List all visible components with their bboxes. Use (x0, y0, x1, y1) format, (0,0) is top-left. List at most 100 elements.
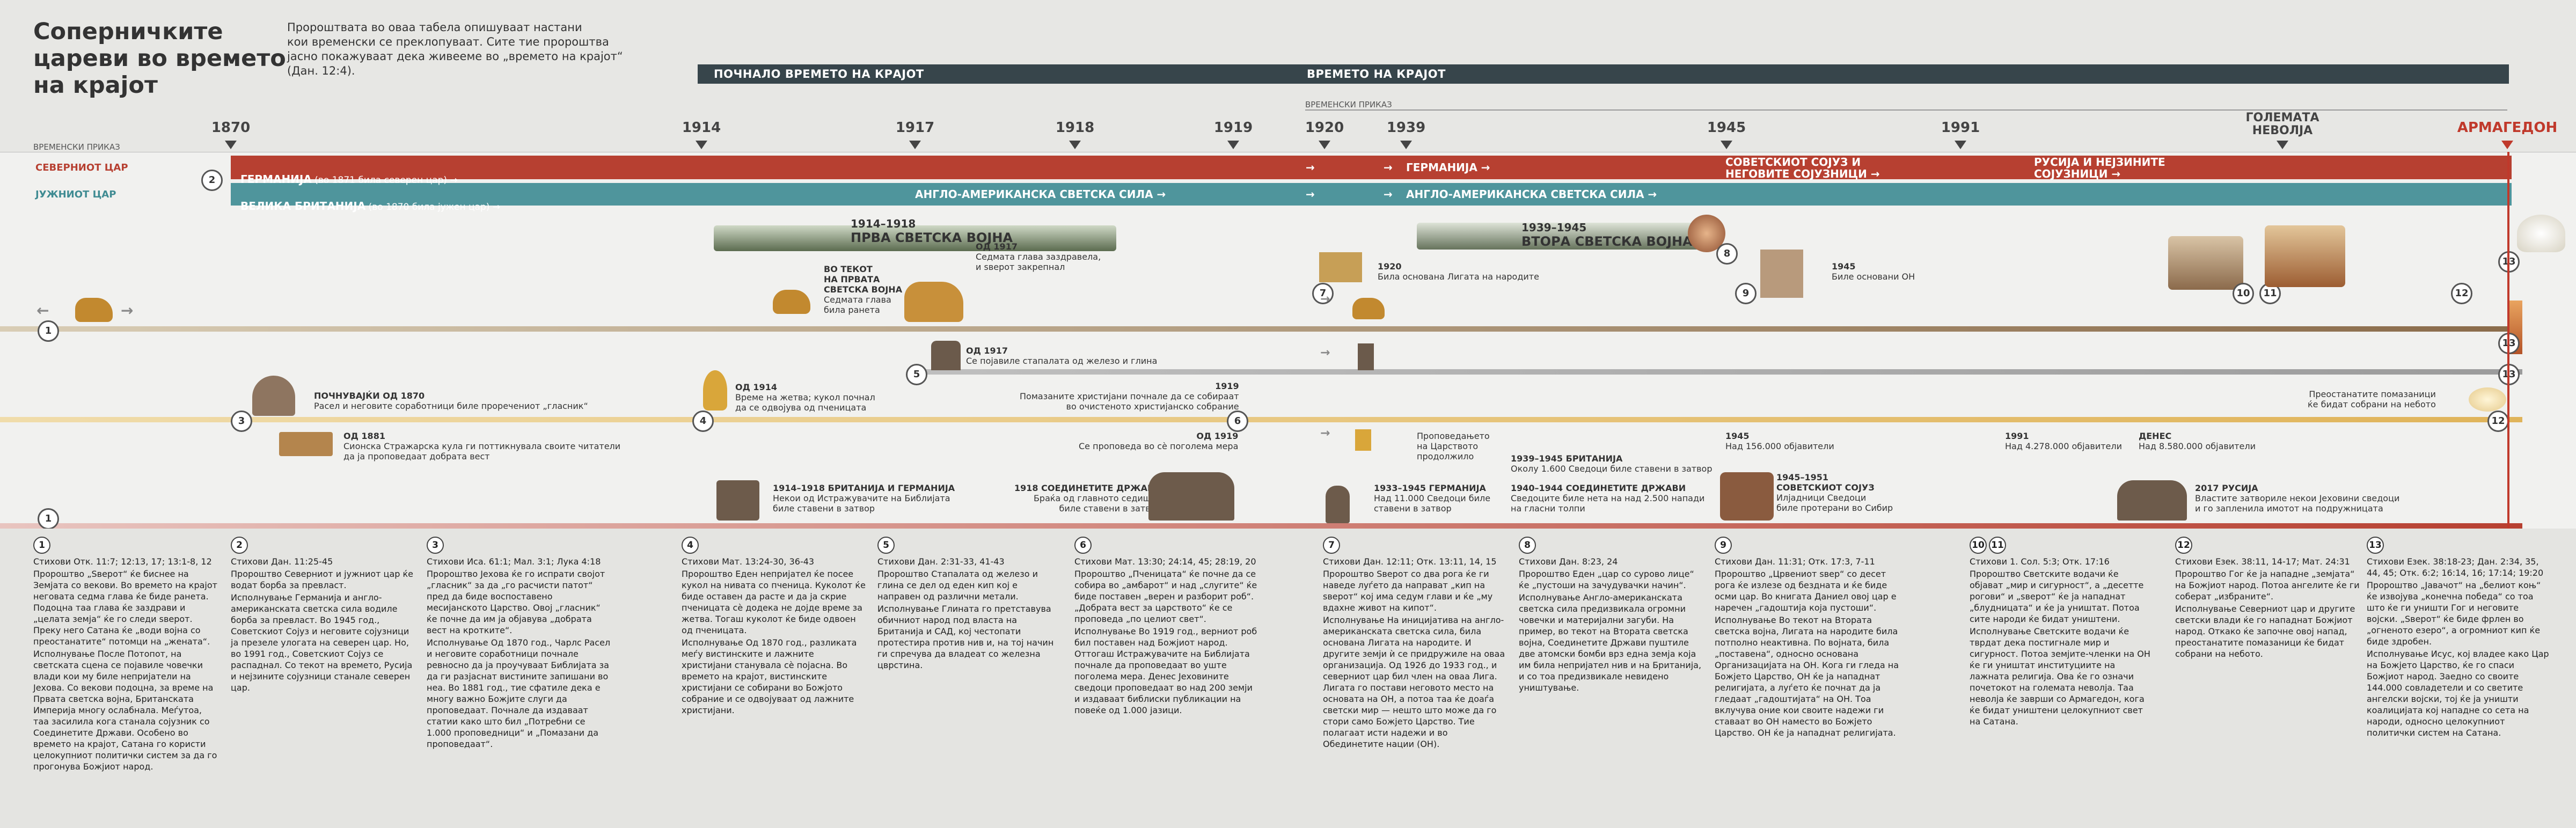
explanations-area (0, 529, 2576, 828)
heaven-glow-icon (2469, 387, 2506, 412)
explanation-column: 6 Стихови Мат. 13:30; 24:14, 45; 28:19, … (1074, 537, 1260, 717)
column-prophecy: Пророштво Еден „цар со сурово лице“ ќе „… (1519, 569, 1694, 590)
column-prophecy: Пророштво „Јавачот“ на „белиот коњ“ ќе и… (2367, 580, 2541, 647)
north-flag-germany: ГЕРМАНИЈА → (1406, 161, 1490, 174)
right-arrow: → (121, 302, 134, 319)
preach-arrow-1920: → (1320, 427, 1330, 440)
year-1914: 1914 (682, 120, 721, 136)
year-armageddon: АРМАГЕДОН (2457, 120, 2558, 136)
column-fulfillment: Исполнување Северниот цар и другите свет… (2175, 604, 2355, 659)
explanation-column: 4 Стихови Мат. 13:24-30, 36-43 Пророштво… (682, 537, 867, 717)
train-icon (1720, 472, 1774, 521)
iron-clay-feet-icon (931, 341, 961, 370)
tick-1914 (696, 141, 707, 149)
column-marker: 1 (33, 537, 50, 554)
south-flag-angloamerican-1: АНГЛО-АМЕРИКАНСКА СВЕТСКА СИЛА → (915, 188, 1166, 201)
column-marker: 13 (2367, 537, 2384, 554)
column-prophecy: Пророштво „Пченицата“ ќе почне да се соб… (1074, 569, 1257, 624)
year-1870: 1870 (211, 120, 251, 136)
marker-12-bottom: 12 (2487, 411, 2509, 432)
tick-1920 (1319, 141, 1330, 149)
column-prophecy: Пророштво Стапалата од железо и глина се… (877, 569, 1038, 602)
track-beast (0, 326, 2522, 332)
tick-1991 (1955, 141, 1966, 149)
wheat-icon (703, 370, 727, 411)
explanation-column: 12 Стихови Езек. 38:11, 14-17; Мат. 24:3… (2175, 537, 2360, 661)
marker-7: 7 (1312, 283, 1334, 304)
left-arrow: ← (36, 302, 49, 319)
tick-1945 (1721, 141, 1732, 149)
wounded-beast-icon (773, 290, 810, 314)
south-arrow-1920: → (1306, 188, 1315, 201)
year-1991: 1991 (1941, 120, 1980, 136)
column-marker: 5 (877, 537, 895, 554)
marker-10: 10 (2233, 283, 2254, 304)
view-label-right: ВРЕМЕНСКИ ПРИКАЗ (1305, 100, 1392, 109)
column-prophecy: Пророштво Ѕверот со два рога ќе ги навед… (1323, 569, 1493, 613)
wheat-icon-1920 (1355, 429, 1371, 451)
column-verses: Стихови Дан. 12:11; Отк. 13:11, 14, 15 (1323, 556, 1497, 567)
year-1939: 1939 (1386, 120, 1426, 136)
column-verses: Стихови Езек. 38:18-23; Дан. 2:34, 35, 4… (2367, 556, 2544, 578)
north-arrow-1939: → (1384, 161, 1393, 174)
north-king-bar (231, 156, 2512, 179)
intro-text: Пророштвата во оваа табела опишуваат нас… (287, 21, 623, 77)
column-marker: 6 (1074, 537, 1092, 554)
column-verses: Стихови Мат. 13:30; 24:14, 45; 28:19, 20 (1074, 556, 1256, 567)
image-beast-icon (1352, 298, 1385, 319)
column-fulfillment: Исполнување Германија и англо-американск… (231, 592, 413, 693)
tick-1919 (1227, 141, 1239, 149)
marker-5: 5 (906, 364, 927, 385)
column-fulfillment: Исполнување Исус, кој владее како Цар на… (2367, 649, 2549, 738)
column-marker: 7 (1323, 537, 1340, 554)
marker-3: 3 (231, 411, 252, 432)
marker-1-bottom: 1 (38, 508, 59, 530)
tick-1918 (1069, 141, 1081, 149)
church-burning-icon (2265, 225, 2345, 287)
column-verses: Стихови Дан. 11:31; Отк. 17:3, 7-11 (1715, 556, 1875, 567)
beast-icon (75, 298, 113, 322)
north-flag-soviet: СОВЕТСКИОТ СОЈУЗ И НЕГОВИТЕ СОЈУЗНИЦИ → (1725, 156, 1880, 180)
track-wheat (0, 417, 2522, 422)
column-marker: 4 (682, 537, 699, 554)
league-building-icon (1319, 252, 1362, 282)
explanation-column: 9 Стихови Дан. 11:31; Отк. 17:3, 7-11 Пр… (1715, 537, 1900, 739)
north-arrow-1920: → (1306, 161, 1315, 174)
column-verses: Стихови 1. Сол. 5:3; Отк. 17:16 (1970, 556, 2110, 567)
column-marker: 12 (2175, 537, 2192, 554)
ww1-illustration (714, 225, 1116, 251)
year-1920: 1920 (1305, 120, 1344, 136)
marker-2: 2 (201, 170, 223, 191)
prison-bars-icon (716, 480, 759, 521)
column-marker: 2 (231, 537, 248, 554)
column-prophecy: Пророштво „Црвениот ѕвер“ со десет рога … (1715, 569, 1897, 613)
explanation-column: 2 Стихови Дан. 11:25-45 Пророштво Северн… (231, 537, 416, 694)
column-fulfillment: Исполнување Англо-американската светска … (1519, 592, 1702, 693)
track-iron-clay (912, 369, 2522, 375)
column-fulfillment: Исполнување Светските водачи ќе тврдат д… (1970, 626, 2150, 727)
marker-4: 4 (692, 411, 714, 432)
armageddon-line (2507, 152, 2509, 529)
tribulation-ruins-icon (2168, 236, 2243, 290)
column-prophecy: Пророштво Гог ќе ја нападне „земјата“ на… (2175, 569, 2360, 602)
explanation-column: 3 Стихови Иса. 61:1; Мал. 3:1; Лука 4:18… (427, 537, 612, 751)
north-king-label: СЕВЕРНИОТ ЦАР (35, 162, 128, 173)
column-fulfillment: Исполнување Во текот на Втората светска … (1715, 615, 1899, 738)
explanation-column: 5 Стихови Дан. 2:31-33, 41-43 Пророштво … (877, 537, 1063, 672)
year-1918: 1918 (1055, 120, 1095, 136)
healed-beast-icon (904, 282, 963, 322)
north-flag-russia: РУСИЈА И НЕЈЗИНИТЕ СОЈУЗНИЦИ → (2034, 156, 2165, 180)
column-prophecy: Пророштво „Ѕверот“ ќе биснее на Земјата … (33, 569, 217, 647)
marker-6: 6 (1227, 411, 1248, 432)
column-marker: 11 (1989, 537, 2006, 554)
